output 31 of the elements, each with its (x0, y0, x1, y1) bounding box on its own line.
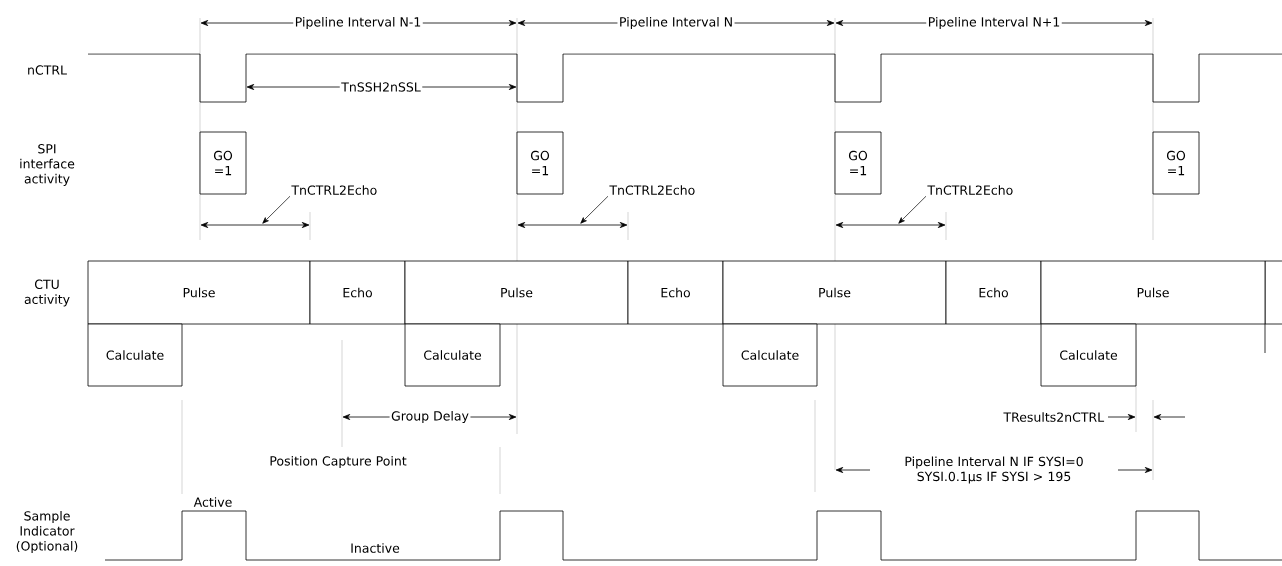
timing-label: TnCTRL2Echo (291, 185, 377, 195)
process-box: Calculate (404, 323, 501, 387)
signal-name: nCTRL (28, 65, 67, 75)
activity-segment: Echo (945, 260, 1042, 325)
signal-name: CTU activity (24, 279, 70, 307)
timing-label: TnCTRL2Echo (609, 185, 695, 195)
timing-label: Pipeline Interval N IF SYSI=0 SYSI.0.1µs IF SYSI > 195 (870, 454, 1118, 486)
process-box: Calculate (1040, 323, 1137, 387)
timing-label: TResults2nCTRL (1003, 412, 1105, 422)
command-box: GO =1 (834, 131, 882, 195)
timing-label: Pipeline Interval N-1 (293, 15, 423, 31)
activity-segment: Echo (309, 260, 406, 325)
leader-line (262, 195, 291, 224)
signal-name: SPI interface activity (20, 144, 75, 186)
activity-segment: Echo (627, 260, 724, 325)
leader-line (580, 195, 609, 224)
command-box: GO =1 (516, 131, 564, 195)
timing-label: Inactive (351, 543, 400, 553)
process-box: Calculate (722, 323, 818, 387)
leader-line (898, 195, 927, 224)
timing-label: Active (193, 497, 232, 507)
timing-label: Group Delay (389, 409, 471, 425)
timing-label: Position Capture Point (270, 455, 407, 469)
process-box: Calculate (87, 323, 183, 387)
command-box: GO =1 (1152, 131, 1200, 195)
signal-name: Sample Indicator (Optional) (16, 510, 78, 554)
command-box: GO =1 (199, 131, 247, 195)
timing-label: TnCTRL2Echo (927, 185, 1013, 195)
timing-label: Pipeline Interval N+1 (926, 15, 1062, 31)
timing-label: Pipeline Interval N (617, 15, 735, 31)
timing-label: TnSSH2nSSL (339, 80, 423, 94)
